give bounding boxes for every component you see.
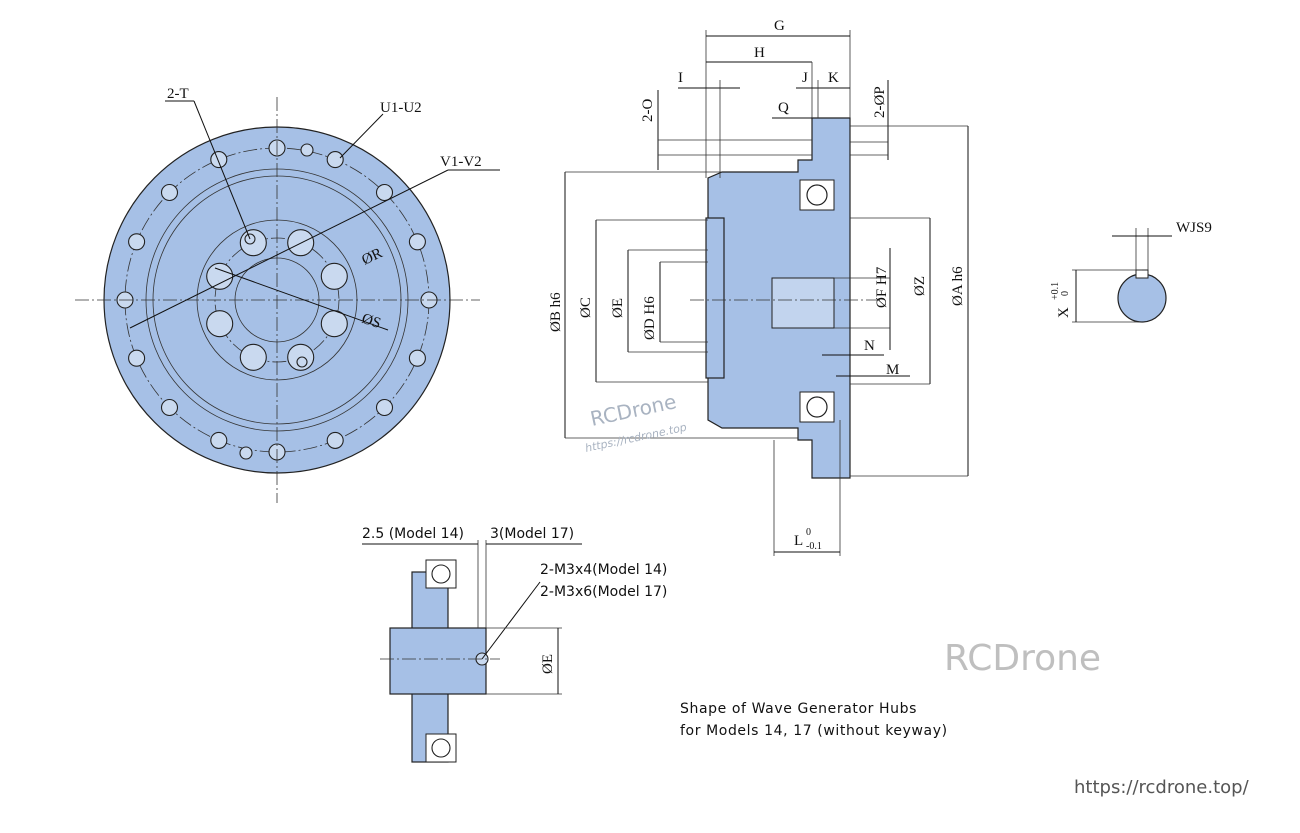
leader-s — [214, 267, 389, 331]
label-t: 2-T — [167, 86, 189, 102]
tapped-hole-u2 — [239, 446, 253, 460]
label-c: ØC — [578, 297, 594, 318]
leader-r — [129, 169, 449, 329]
label-e-hub: ØE — [540, 654, 556, 674]
label-g: G — [774, 18, 785, 34]
label-3: 3(Model 17) — [490, 526, 574, 542]
label-o: 2-O — [640, 99, 656, 122]
tapped-hole-t2 — [296, 356, 308, 368]
front-view: 2-T U1-U2 V1-V2 ØR ØS — [75, 86, 500, 503]
shaft-circle — [1117, 273, 1167, 323]
label-x-lower: 0 — [1060, 291, 1071, 296]
label-v: V1-V2 — [440, 154, 482, 170]
inner-bolt-hole — [206, 310, 234, 338]
leader-u — [339, 113, 384, 159]
outer-bolt-hole — [375, 183, 394, 202]
leader-screw — [481, 581, 541, 660]
label-2-5: 2.5 (Model 14) — [362, 526, 464, 542]
label-f: ØF H7 — [874, 266, 890, 308]
label-l: L — [794, 533, 803, 549]
caption-line-1: Shape of Wave Generator Hubs — [680, 701, 917, 717]
keyway-view: WJS9 X +0.1 0 — [1050, 220, 1212, 323]
hub-ball-top — [431, 564, 451, 584]
bearing-ball-top — [806, 184, 828, 206]
inner-bolt-hole — [320, 310, 348, 338]
label-screw-17: 2-M3x6(Model 17) — [540, 584, 667, 600]
inner-bolt-hole — [239, 343, 267, 371]
outer-bolt-hole — [375, 398, 394, 417]
footer-url: https://rcdrone.top/ — [1074, 777, 1250, 798]
outer-bolt-hole — [408, 233, 426, 251]
hub-ball-bottom — [431, 738, 451, 758]
tapped-hole-u — [300, 143, 314, 157]
label-z: ØZ — [912, 276, 928, 296]
label-e: ØE — [610, 298, 626, 318]
leader-t — [193, 100, 251, 240]
label-r: ØR — [359, 245, 385, 268]
label-screw-14: 2-M3x4(Model 14) — [540, 562, 667, 578]
keyway-slot — [1135, 269, 1149, 279]
label-l-lower: -0.1 — [806, 541, 822, 552]
inner-bolt-hole — [320, 262, 348, 290]
label-m: M — [886, 362, 899, 378]
bearing-ball-bottom — [806, 396, 828, 418]
label-i: I — [678, 70, 683, 86]
inner-bolt-hole — [206, 262, 234, 290]
outer-bolt-hole — [128, 349, 146, 367]
label-p: 2-ØP — [872, 86, 888, 118]
outer-bolt-hole — [160, 183, 179, 202]
outer-bolt-hole — [408, 349, 426, 367]
outer-bolt-hole — [160, 398, 179, 417]
label-j: J — [802, 70, 808, 86]
label-k: K — [828, 70, 839, 86]
label-x: X — [1056, 307, 1072, 318]
side-view: G H I J K Q 2-O 2-ØP ØB h6 ØC ØE ØD H6 — [548, 18, 969, 556]
outer-bolt-hole — [210, 431, 228, 449]
bore-section — [771, 277, 835, 329]
caption-line-2: for Models 14, 17 (without keyway) — [680, 723, 948, 739]
outer-bolt-hole — [326, 431, 344, 449]
label-d: ØD H6 — [642, 296, 658, 340]
watermark-brand-right: RCDrone — [944, 638, 1101, 679]
label-u: U1-U2 — [380, 100, 422, 116]
outer-bolt-hole — [210, 151, 228, 169]
outer-bolt-hole — [128, 233, 146, 251]
label-q: Q — [778, 100, 789, 116]
label-a: ØA h6 — [950, 266, 966, 306]
label-b: ØB h6 — [548, 292, 564, 332]
hub-view: 2.5 (Model 14) 3(Model 17) 2-M3x4(Model … — [362, 526, 948, 763]
label-s: ØS — [360, 311, 383, 332]
label-h: H — [754, 45, 765, 61]
label-w: WJS9 — [1176, 220, 1212, 236]
label-x-upper: +0.1 — [1050, 282, 1061, 300]
hub-body — [389, 627, 487, 695]
hub-left — [705, 217, 725, 379]
outer-bolt-hole — [326, 151, 344, 169]
label-n: N — [864, 338, 875, 354]
label-l-upper: 0 — [806, 527, 811, 538]
